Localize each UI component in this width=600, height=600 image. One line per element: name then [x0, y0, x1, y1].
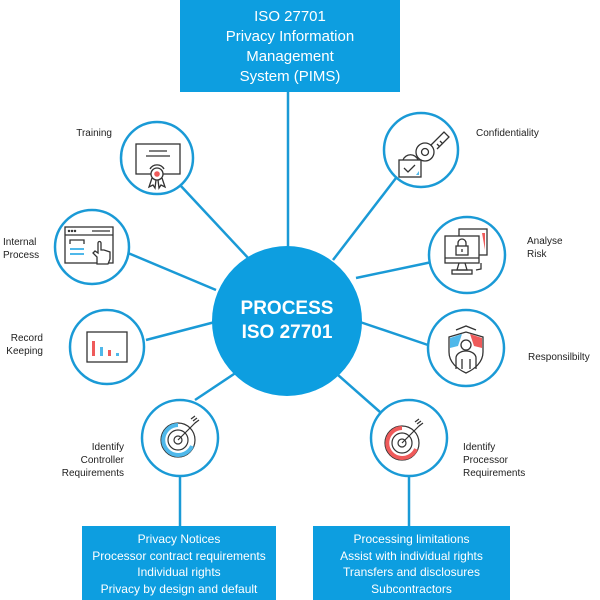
list-item: Privacy by design and default: [100, 581, 258, 596]
header-box: ISO 27701 Privacy Information Management…: [180, 0, 400, 92]
hub-line: PROCESS: [240, 298, 334, 319]
processor-requirements-box: Processing limitations Assist with indiv…: [313, 526, 510, 600]
list-item: Processor contract requirements: [92, 548, 266, 563]
connector-identify-controller: [194, 368, 241, 402]
target-arrow-icon: [160, 415, 200, 458]
connector-confidentiality: [332, 177, 397, 261]
list-item: Assist with individual rights: [340, 548, 483, 563]
key-padlock-icon: [398, 131, 450, 178]
node-circle-identify-controller: [140, 398, 220, 478]
certificate-icon: [135, 143, 181, 190]
connector-training: [179, 184, 251, 261]
connector-responsibility: [359, 320, 429, 347]
label-confidentiality: Confidentiality: [476, 128, 539, 139]
label-responsibility: Responsilbilty: [528, 352, 590, 363]
header-line: Privacy Information: [225, 28, 355, 45]
connector-identify-processor: [337, 374, 381, 413]
shield-person-icon: [448, 325, 484, 374]
node-circle-responsibility: [426, 308, 506, 388]
label-internal-process: Internal Process: [3, 237, 40, 261]
header-line: ISO 27701: [254, 8, 326, 25]
node-circle-identify-processor: [369, 398, 449, 478]
label-identify-processor: Identify Processor Requirements: [463, 442, 526, 479]
header-line: Management: [246, 48, 334, 65]
list-item: Transfers and disclosures: [343, 565, 480, 579]
list-item: Subcontractors: [371, 581, 452, 596]
bar-chart-icon: [86, 331, 128, 363]
target-arrow-icon: [384, 418, 424, 461]
controller-requirements-box: Privacy Notices Processor contract requi…: [82, 526, 276, 600]
node-circle-record-keeping: [68, 308, 146, 386]
header-line: System (PIMS): [239, 68, 341, 85]
list-item: Privacy Notices: [137, 532, 221, 546]
node-circle-confidentiality: [382, 111, 460, 189]
node-circle-internal-process: [53, 208, 131, 286]
label-identify-controller: Identify Controller Requirements: [61, 442, 124, 479]
node-circle-analyse-risk: [427, 215, 507, 295]
connector-internal-process: [127, 251, 217, 292]
list-item: Individual rights: [137, 565, 221, 579]
connector-analyse-risk: [355, 260, 433, 280]
browser-hand-pointer-icon: [64, 226, 114, 265]
label-analyse-risk: Analyse Risk: [527, 236, 563, 260]
connector-record-keeping: [145, 320, 216, 342]
hub-circle: PROCESS ISO 27701: [212, 246, 362, 396]
node-circle-training: [119, 120, 195, 196]
hub-line: ISO 27701: [241, 322, 333, 343]
label-training: Training: [76, 128, 112, 139]
list-item: Processing limitations: [353, 532, 470, 546]
label-record-keeping: Record Keeping: [6, 333, 43, 357]
computer-lock-icon: [444, 228, 488, 275]
